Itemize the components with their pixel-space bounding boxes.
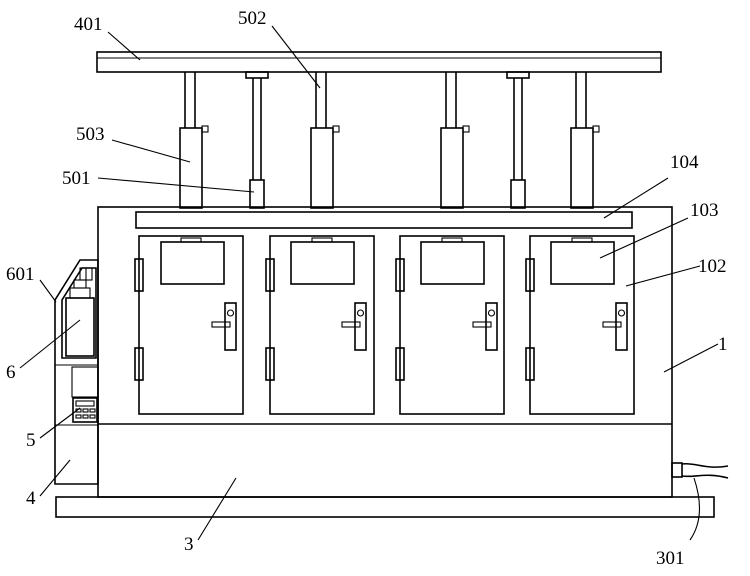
reference-numerals: 401 502 503 501 104 103 102 601 6 1 5 4 … <box>6 8 728 569</box>
label-104: 104 <box>670 152 699 173</box>
leader-lines <box>19 25 719 541</box>
cabinet-body <box>97 206 673 498</box>
side-unit <box>54 259 99 485</box>
label-501: 501 <box>62 168 91 189</box>
label-103: 103 <box>690 200 719 221</box>
label-3: 3 <box>184 534 194 555</box>
label-5: 5 <box>26 430 36 451</box>
label-503: 503 <box>76 124 105 145</box>
label-601: 601 <box>6 264 35 285</box>
base-plate <box>55 496 715 518</box>
label-502: 502 <box>238 8 267 29</box>
support-columns <box>179 71 600 209</box>
label-301: 301 <box>656 548 685 569</box>
top-plate <box>96 51 662 73</box>
label-6: 6 <box>6 362 16 383</box>
label-401: 401 <box>74 14 103 35</box>
label-1: 1 <box>718 334 728 355</box>
cabinet-doors <box>134 235 635 415</box>
label-102: 102 <box>698 256 727 277</box>
cable <box>671 462 729 479</box>
label-4: 4 <box>26 488 36 509</box>
